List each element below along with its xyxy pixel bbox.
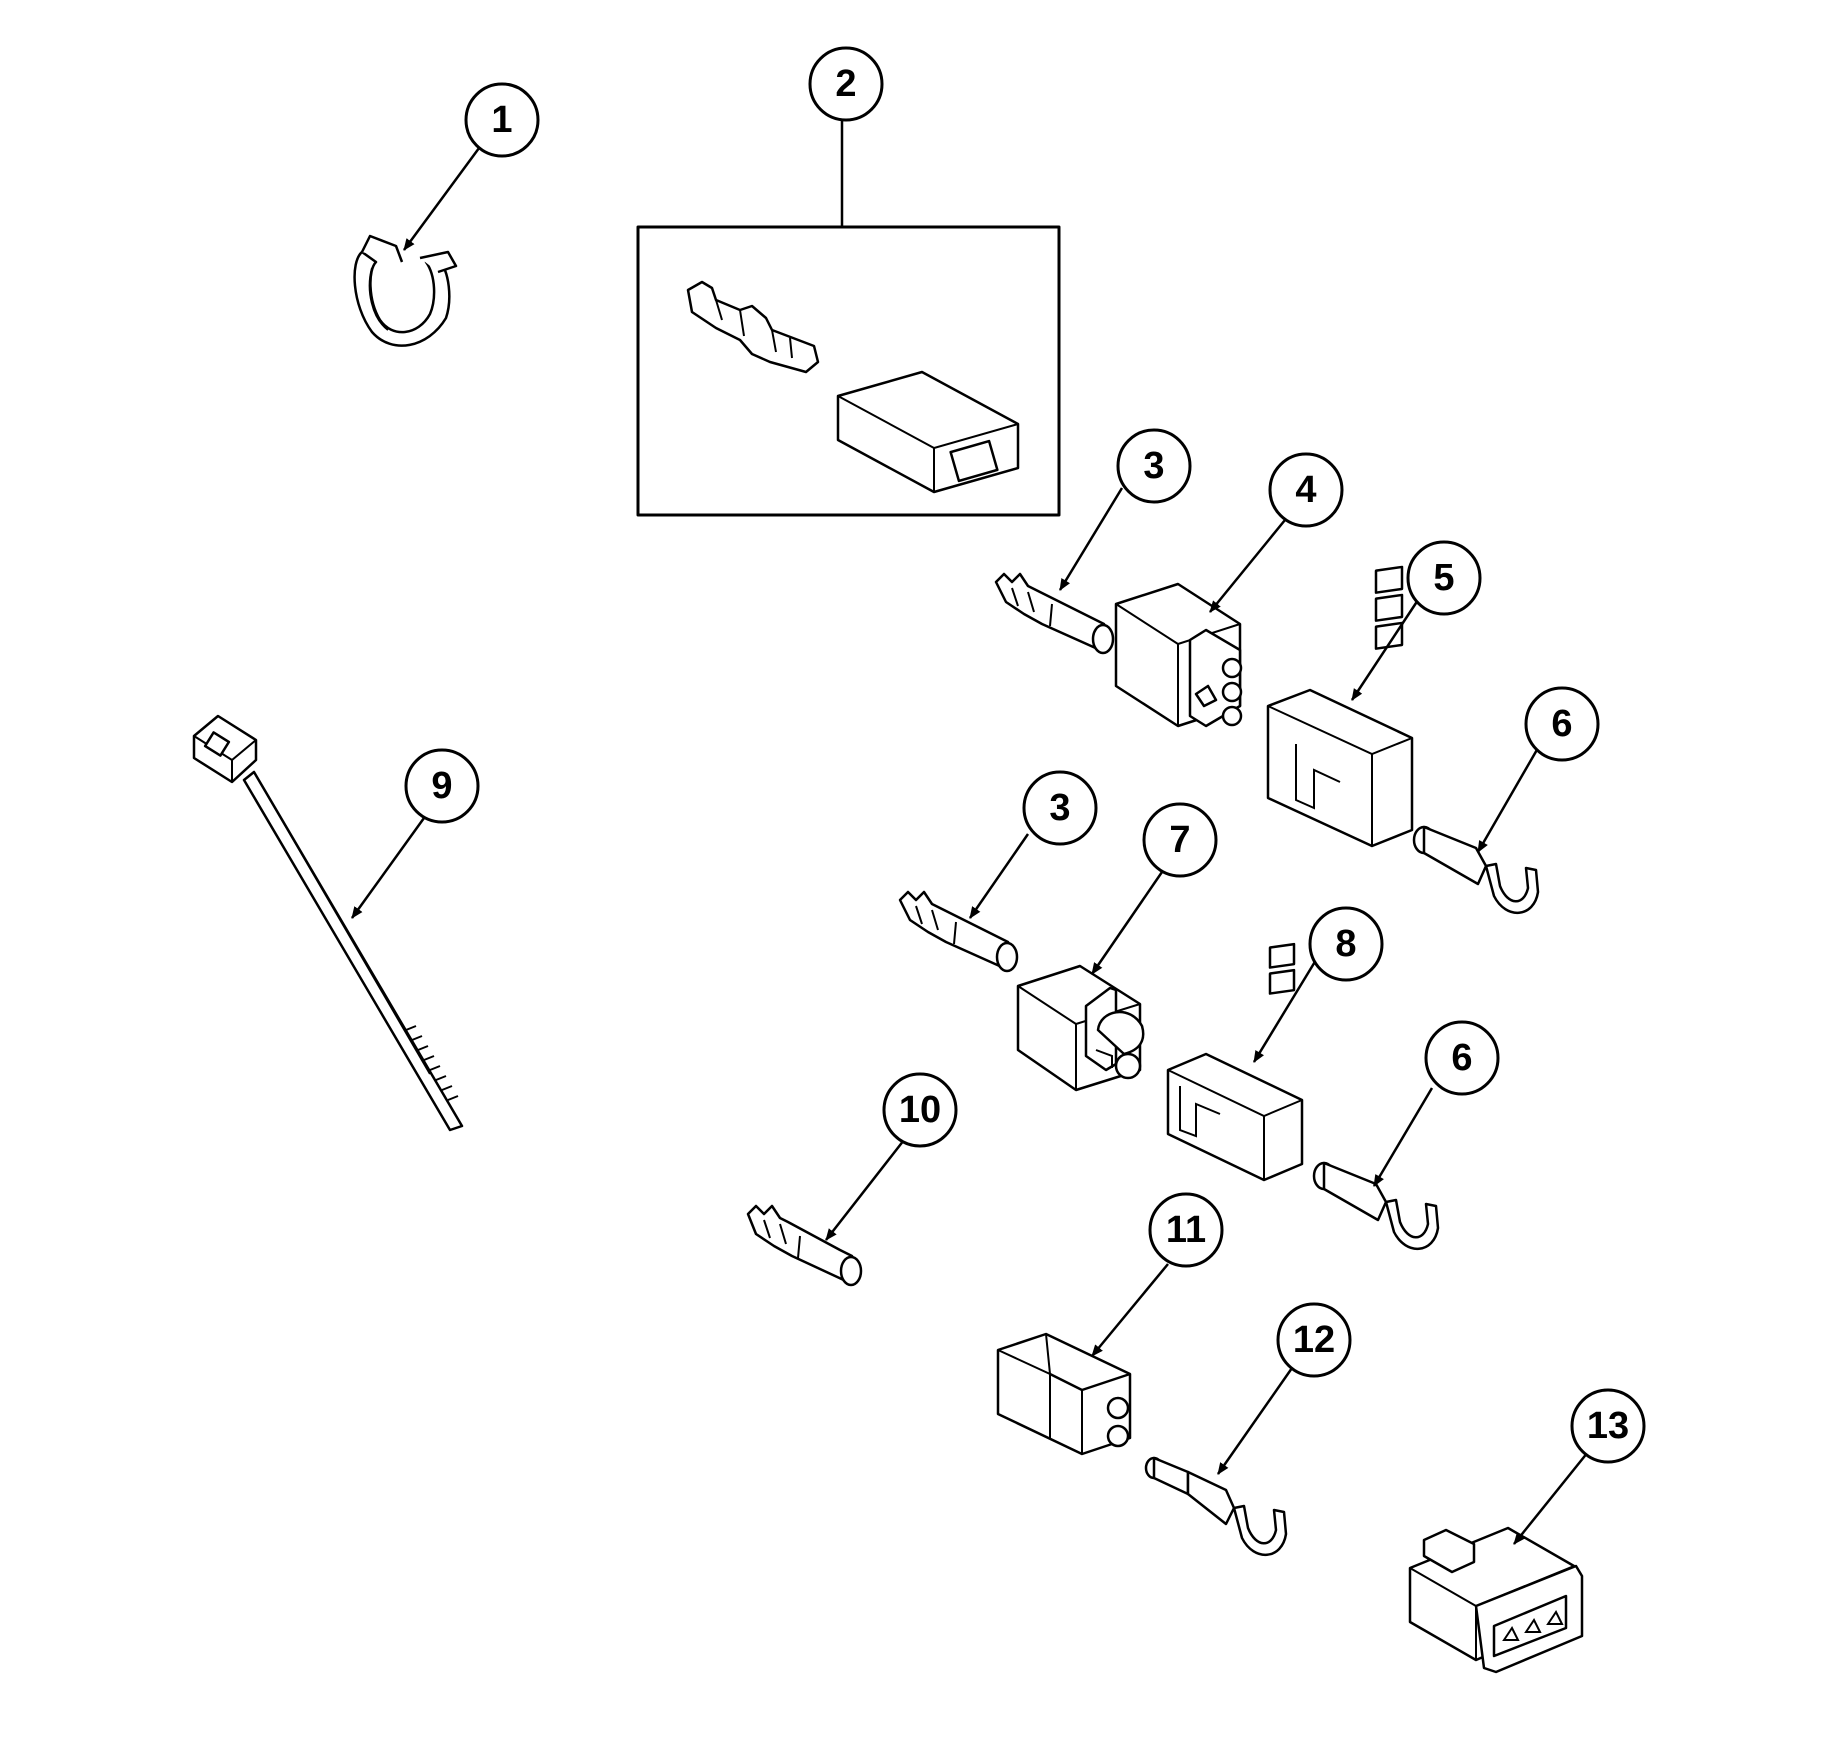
- callout-2-label: 2: [835, 63, 856, 105]
- callout-7: 7: [1142, 802, 1218, 878]
- part-6-terminal-lower: [1312, 1161, 1440, 1250]
- callout-13: 13: [1570, 1388, 1646, 1464]
- leader-6a: [1476, 747, 1540, 853]
- callout-8-label: 8: [1335, 923, 1356, 965]
- leader-7: [1090, 871, 1164, 975]
- leader-6b: [1372, 1087, 1434, 1187]
- callout-5: 5: [1406, 540, 1482, 616]
- callout-1: 1: [464, 82, 540, 158]
- callout-3a-label: 3: [1143, 445, 1164, 487]
- part-10-terminal: [746, 1204, 863, 1287]
- part-1-clamp: [353, 234, 458, 347]
- leader-8: [1252, 959, 1318, 1063]
- callout-11-label: 11: [1166, 1209, 1206, 1251]
- callout-9: 9: [404, 748, 480, 824]
- leader-3b: [968, 833, 1030, 919]
- callout-10-label: 10: [899, 1089, 941, 1131]
- callout-5-label: 5: [1433, 557, 1454, 599]
- part-8-receptacle: [1166, 942, 1304, 1182]
- callout-4: 4: [1268, 452, 1344, 528]
- callout-1-label: 1: [491, 99, 512, 141]
- callout-2: 2: [808, 46, 884, 122]
- leader-3a: [1058, 487, 1124, 591]
- leader-10: [825, 1139, 905, 1241]
- leader-5: [1350, 599, 1420, 701]
- callout-6a: 6: [1524, 686, 1600, 762]
- callout-6a-label: 6: [1551, 703, 1572, 745]
- part-11-housing: [996, 1332, 1132, 1456]
- callout-12: 12: [1276, 1302, 1352, 1378]
- part-6-terminal-upper: [1412, 825, 1540, 914]
- callout-6b-label: 6: [1451, 1037, 1472, 1079]
- leader-1: [402, 143, 484, 251]
- part-2-kit-box: [636, 117, 1061, 517]
- part-3-terminal-lower: [898, 890, 1019, 973]
- part-12-terminal: [1144, 1456, 1288, 1556]
- leader-12: [1216, 1367, 1294, 1475]
- callout-10: 10: [882, 1072, 958, 1148]
- part-9-cable-tie: [192, 714, 464, 1132]
- callout-3b-label: 3: [1049, 787, 1070, 829]
- callout-7-label: 7: [1169, 819, 1190, 861]
- callout-9-label: 9: [431, 765, 452, 807]
- callout-6b: 6: [1424, 1020, 1500, 1096]
- callout-3b: 3: [1022, 770, 1098, 846]
- part-4-housing: [1114, 582, 1243, 728]
- part-5-receptacle: [1266, 565, 1414, 848]
- callout-8: 8: [1308, 906, 1384, 982]
- leader-11: [1091, 1263, 1169, 1357]
- part-7-housing: [1016, 964, 1145, 1092]
- callout-13-label: 13: [1587, 1405, 1629, 1447]
- part-3-terminal-upper: [994, 572, 1115, 655]
- callout-3a: 3: [1116, 428, 1192, 504]
- leader-9: [350, 817, 426, 919]
- callout-11: 11: [1148, 1192, 1224, 1268]
- callout-4-label: 4: [1295, 469, 1316, 511]
- leader-4: [1209, 519, 1286, 613]
- callout-12-label: 12: [1293, 1319, 1335, 1361]
- part-13-connector: [1408, 1526, 1584, 1674]
- leader-13: [1513, 1451, 1589, 1545]
